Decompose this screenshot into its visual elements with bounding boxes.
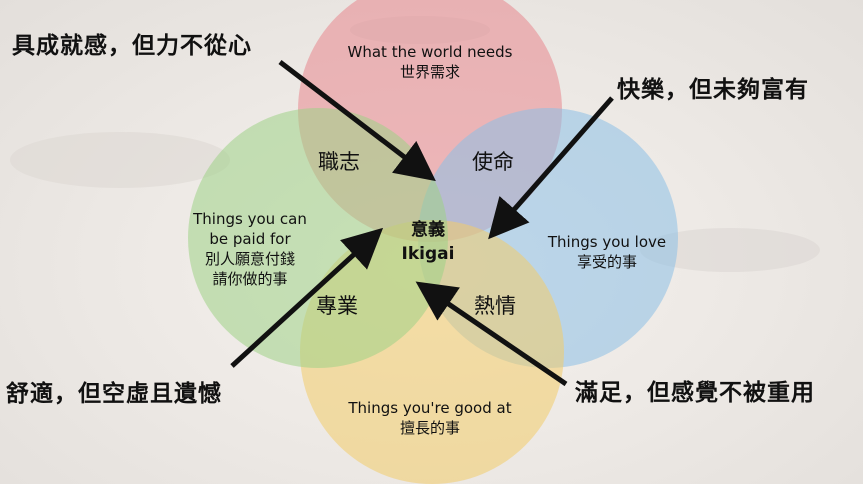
things-good-at-label: Things you're good at 擅長的事 bbox=[332, 398, 528, 438]
paid-for-label: Things you can be paid for 別人願意付錢 請你做的事 bbox=[180, 209, 320, 289]
world-needs-en: What the world needs bbox=[347, 43, 513, 61]
cloud-shape bbox=[640, 228, 820, 272]
paid-for-en-line2: be paid for bbox=[209, 230, 291, 248]
arrow-bottom-left bbox=[230, 227, 384, 368]
center-zh: 意義 bbox=[411, 220, 445, 240]
things-you-love-label: Things you love 享受的事 bbox=[536, 232, 678, 272]
callout-bottom-left: 舒適，但空虛且遺憾 bbox=[6, 381, 222, 407]
callout-top-left: 具成就感，但力不從心 bbox=[12, 33, 252, 59]
cloud-shape bbox=[10, 132, 230, 188]
callout-bottom-right: 滿足，但感覺不被重用 bbox=[575, 380, 815, 406]
things-you-love-en: Things you love bbox=[547, 233, 667, 251]
center-label: 意義 Ikigai bbox=[392, 218, 464, 266]
world-needs-zh: 世界需求 bbox=[399, 63, 460, 81]
arrow-bottom-right bbox=[415, 281, 568, 387]
arrow-top-left bbox=[278, 60, 436, 182]
center-en: Ikigai bbox=[401, 244, 455, 264]
overlap-mission: 使命 bbox=[472, 150, 514, 174]
callout-top-right: 快樂，但未夠富有 bbox=[617, 77, 809, 103]
paid-for-zh-line2: 請你做的事 bbox=[212, 270, 288, 288]
paid-for-zh-line1: 別人願意付錢 bbox=[204, 250, 295, 268]
things-good-at-zh: 擅長的事 bbox=[399, 419, 460, 437]
overlap-passion: 熱情 bbox=[474, 294, 516, 318]
paid-for-en-line1: Things you can bbox=[193, 210, 307, 228]
overlap-vocation: 職志 bbox=[318, 150, 360, 174]
arrow-top-right bbox=[488, 96, 614, 240]
things-good-at-en: Things you're good at bbox=[348, 399, 512, 417]
overlap-profession: 專業 bbox=[316, 294, 358, 318]
world-needs-label: What the world needs 世界需求 bbox=[338, 42, 522, 82]
things-you-love-zh: 享受的事 bbox=[576, 253, 637, 271]
circle-paid-for bbox=[188, 108, 448, 368]
